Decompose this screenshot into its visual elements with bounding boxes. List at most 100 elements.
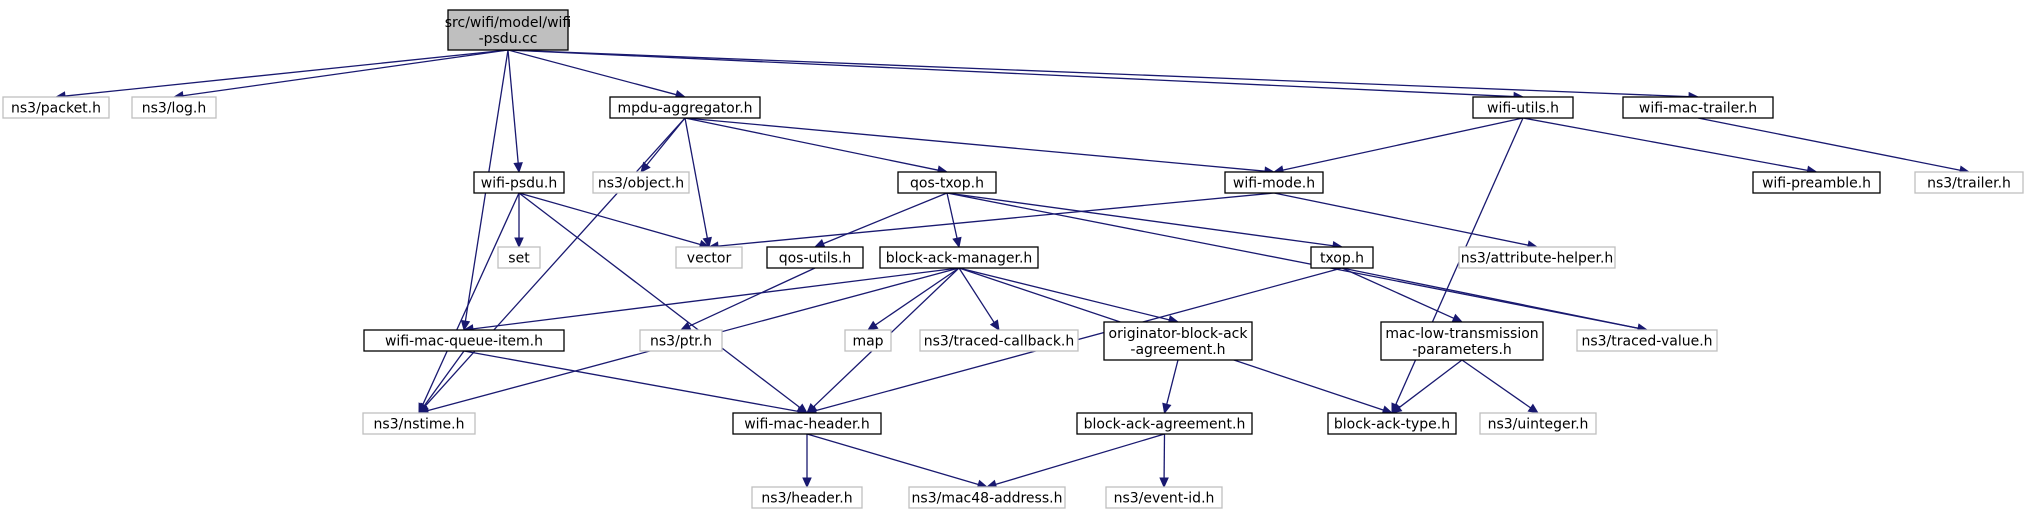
node-box [1472,96,1574,119]
node-label: wifi-mode.h [1233,176,1315,192]
node-wifi-mac-trailer: wifi-mac-trailer.h [1622,96,1774,119]
node-packet: ns3/packet.h [2,96,110,119]
edge-root-to-wifi-psdu [507,49,523,174]
node-label: wifi-mac-header.h [744,417,870,433]
node-label: ns3/ptr.h [650,334,712,350]
edge-wifi-mac-header-to-mac48 [806,433,989,489]
edge-wifi-psdu-to-nstime [418,192,520,415]
node-map: map [844,329,892,352]
node-box [363,329,565,352]
node-box [1105,486,1223,509]
edge-line [946,192,1639,329]
node-label: txop.h [1320,251,1364,267]
edge-line [182,49,509,97]
node-label: -agreement.h [1130,342,1225,358]
node-label: wifi-preamble.h [1762,176,1871,192]
node-box [844,329,892,352]
node-root: src/wifi/model/wifi-psdu.cc [445,9,571,51]
node-label: qos-utils.h [779,251,852,267]
node-label: wifi-utils.h [1487,101,1559,117]
node-wifi-utils: wifi-utils.h [1472,96,1574,119]
edge-line [995,433,1165,486]
node-label: ns3/log.h [142,101,206,117]
node-box [1103,321,1253,361]
edge-arrowhead [460,319,471,332]
edge-block-ack-manager-to-map [866,267,960,331]
node-label: ns3/attribute-helper.h [1461,251,1614,267]
node-box [1380,321,1544,361]
node-box [2,96,110,119]
edge-line [1341,267,1455,319]
edge-arrowhead [1527,403,1540,414]
edge-arrowhead [1162,402,1172,415]
edge-line [1398,359,1463,409]
edge-line [1341,267,1639,329]
edge-line [958,267,995,323]
node-box [1327,412,1457,435]
edge-qos-txop-to-txop [946,192,1344,251]
edge-block-ack-manager-to-wifi-mac-queue-item [462,267,960,334]
node-mac-low: mac-low-transmission-parameters.h [1380,321,1544,361]
node-mac48: ns3/mac48-address.h [908,486,1066,509]
edge-line [1461,359,1531,409]
node-label: wifi-mac-trailer.h [1639,101,1757,117]
node-uinteger: ns3/uinteger.h [1479,412,1597,435]
node-box [1224,171,1324,194]
node-label: ns3/object.h [598,176,684,192]
edge-line [823,192,948,245]
node-qos-txop: qos-txop.h [897,171,997,194]
edge-block-ack-agreement-to-mac48 [985,433,1165,489]
edge-line [518,192,701,246]
node-set: set [497,246,541,269]
edge-wifi-mac-queue-item-to-nstime [418,350,465,414]
edge-block-ack-agreement-to-event-id [1159,433,1169,489]
node-ptr: ns3/ptr.h [639,329,723,352]
node-txop: txop.h [1310,246,1374,269]
edge-originator-to-block-ack-agreement [1162,359,1179,415]
edge-mac-low-to-block-ack-type [1391,359,1463,414]
node-label: -parameters.h [1412,342,1512,358]
node-wifi-psdu: wifi-psdu.h [473,171,565,194]
node-label: ns3/packet.h [11,101,101,117]
node-label: wifi-mac-queue-item.h [385,334,543,350]
node-box [609,96,761,119]
edge-line [507,49,1690,98]
node-qos-utils: qos-utils.h [766,246,864,269]
node-label: block-ack-type.h [1334,417,1450,433]
edge-line [507,49,519,164]
edge-line [507,49,677,96]
node-box [473,171,565,194]
edge-mac-low-to-uinteger [1461,359,1540,414]
edge-block-ack-manager-to-originator [958,267,1180,325]
edge-line [815,267,1343,412]
edge-arrowhead [802,477,812,489]
edge-arrowhead [513,162,523,174]
node-label: ns3/mac48-address.h [912,491,1063,507]
edge-line [684,117,708,239]
edge-line [684,117,939,171]
node-wifi-preamble: wifi-preamble.h [1752,171,1881,194]
node-log: ns3/log.h [131,96,217,119]
edge-line [688,267,816,327]
edge-block-ack-manager-to-traced-callback [958,267,1000,332]
node-label: ns3/header.h [761,491,852,507]
edge-arrowhead [702,236,712,249]
node-wifi-mac-queue-item: wifi-mac-queue-item.h [363,329,565,352]
edge-line [507,49,1515,98]
node-trailer: ns3/trailer.h [1914,171,2024,194]
edge-wifi-mac-queue-item-to-wifi-mac-header [463,350,809,417]
edge-line [423,350,465,407]
node-originator: originator-block-ack-agreement.h [1103,321,1253,361]
edge-line [1522,117,1808,172]
edge-mpdu-aggregator-to-nstime [418,117,686,414]
node-mpdu-aggregator: mpdu-aggregator.h [609,96,761,119]
node-label: mac-low-transmission [1385,326,1538,342]
node-nstime: ns3/nstime.h [362,412,476,435]
edge-mpdu-aggregator-to-vector [684,117,712,249]
node-traced-callback: ns3/traced-callback.h [919,329,1079,352]
node-box [497,246,541,269]
edge-line [806,433,979,486]
node-label: vector [687,251,732,267]
edge-line [717,192,1275,247]
